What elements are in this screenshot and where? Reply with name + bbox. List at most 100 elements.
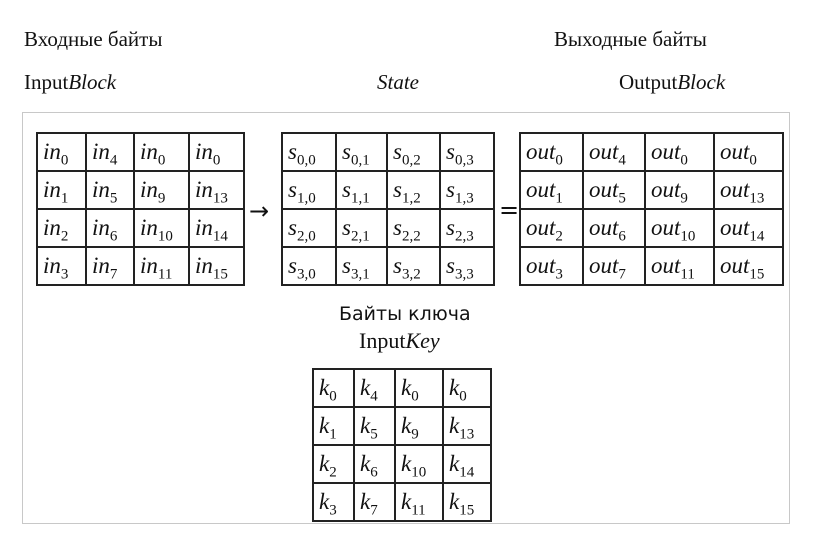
cell-index: 0 bbox=[411, 388, 419, 405]
cell-symbol: in bbox=[92, 215, 110, 240]
key-cell: k2 bbox=[312, 444, 355, 484]
cell-symbol: s bbox=[288, 215, 297, 240]
cell-index: 13 bbox=[212, 190, 228, 207]
key-cell: k0 bbox=[394, 368, 444, 408]
cell-symbol: out bbox=[720, 177, 750, 202]
output-cell: out7 bbox=[582, 246, 646, 286]
input-cell: in14 bbox=[188, 208, 245, 248]
cell-index: 2 bbox=[60, 228, 69, 245]
cell-index: 0 bbox=[680, 152, 688, 169]
cell-index: 3 bbox=[329, 502, 337, 519]
cell-symbol: out bbox=[589, 215, 619, 240]
input-cell: in6 bbox=[85, 208, 135, 248]
cell-index: 0,1 bbox=[350, 152, 370, 169]
cell-index: 0 bbox=[459, 388, 467, 405]
cell-symbol: k bbox=[360, 489, 371, 514]
state-cell: s2,2 bbox=[386, 208, 441, 248]
output-cell: out0 bbox=[644, 132, 715, 172]
input-cell: in5 bbox=[85, 170, 135, 210]
cell-symbol: s bbox=[446, 139, 455, 164]
cell-index: 3 bbox=[60, 266, 69, 283]
cell-index: 14 bbox=[459, 464, 475, 481]
input-cell: in10 bbox=[133, 208, 190, 248]
key-cell: k9 bbox=[394, 406, 444, 446]
cell-symbol: in bbox=[195, 253, 213, 278]
cell-symbol: in bbox=[43, 253, 61, 278]
cell-symbol: in bbox=[140, 139, 158, 164]
cell-symbol: out bbox=[589, 139, 619, 164]
input-cell: in0 bbox=[36, 132, 87, 172]
output-cell: out4 bbox=[582, 132, 646, 172]
output-block-label: OutputBlock bbox=[619, 70, 726, 94]
input-cell: in2 bbox=[36, 208, 87, 248]
cell-symbol: k bbox=[360, 451, 371, 476]
input-cell: in0 bbox=[188, 132, 245, 172]
output-cell: out3 bbox=[519, 246, 584, 286]
cell-symbol: in bbox=[43, 177, 61, 202]
state-cell: s3,0 bbox=[281, 246, 337, 286]
cell-index: 4 bbox=[370, 388, 378, 405]
cell-symbol: out bbox=[526, 215, 556, 240]
cell-index: 7 bbox=[109, 266, 118, 283]
cell-symbol: in bbox=[140, 253, 158, 278]
cell-index: 0 bbox=[329, 388, 337, 405]
cell-index: 0,3 bbox=[454, 152, 474, 169]
key-cell: k6 bbox=[353, 444, 396, 484]
input-bytes-heading: Входные байты bbox=[24, 27, 163, 51]
state-cell: s3,1 bbox=[335, 246, 388, 286]
key-cell: k4 bbox=[353, 368, 396, 408]
cell-index: 15 bbox=[459, 502, 475, 519]
cell-index: 6 bbox=[618, 228, 626, 245]
cell-symbol: out bbox=[720, 253, 750, 278]
cell-index: 15 bbox=[749, 266, 765, 283]
cell-index: 10 bbox=[680, 228, 696, 245]
cell-symbol: k bbox=[319, 375, 330, 400]
cell-index: 2,0 bbox=[296, 228, 316, 245]
cell-index: 5 bbox=[618, 190, 626, 207]
cell-symbol: k bbox=[401, 413, 412, 438]
cell-index: 14 bbox=[749, 228, 765, 245]
cell-index: 10 bbox=[411, 464, 427, 481]
arrow-operator: → bbox=[249, 197, 270, 225]
cell-symbol: out bbox=[526, 253, 556, 278]
cell-index: 11 bbox=[411, 502, 426, 519]
cell-symbol: in bbox=[92, 139, 110, 164]
cell-index: 9 bbox=[157, 190, 166, 207]
key-cell: k7 bbox=[353, 482, 396, 522]
state-cell: s2,3 bbox=[439, 208, 495, 248]
cell-symbol: s bbox=[288, 253, 297, 278]
cell-symbol: k bbox=[319, 451, 330, 476]
cell-index: 0 bbox=[157, 152, 166, 169]
cell-symbol: out bbox=[526, 139, 556, 164]
output-cell: out1 bbox=[519, 170, 584, 210]
key-bytes-heading: Байты ключа bbox=[339, 303, 471, 325]
output-cell: out0 bbox=[519, 132, 584, 172]
cell-index: 9 bbox=[411, 426, 419, 443]
cell-index: 3,0 bbox=[296, 266, 316, 283]
cell-symbol: out bbox=[589, 177, 619, 202]
state-cell: s1,1 bbox=[335, 170, 388, 210]
cell-symbol: out bbox=[651, 215, 681, 240]
cell-index: 2,2 bbox=[401, 228, 421, 245]
cell-symbol: out bbox=[651, 253, 681, 278]
cell-index: 6 bbox=[370, 464, 378, 481]
input-cell: in15 bbox=[188, 246, 245, 286]
input-cell: in3 bbox=[36, 246, 87, 286]
output-cell: out6 bbox=[582, 208, 646, 248]
cell-symbol: s bbox=[393, 139, 402, 164]
output-cell: out13 bbox=[713, 170, 784, 210]
cell-index: 4 bbox=[618, 152, 626, 169]
output-cell: out2 bbox=[519, 208, 584, 248]
cell-index: 0,0 bbox=[296, 152, 316, 169]
state-cell: s2,0 bbox=[281, 208, 337, 248]
cell-symbol: s bbox=[288, 139, 297, 164]
